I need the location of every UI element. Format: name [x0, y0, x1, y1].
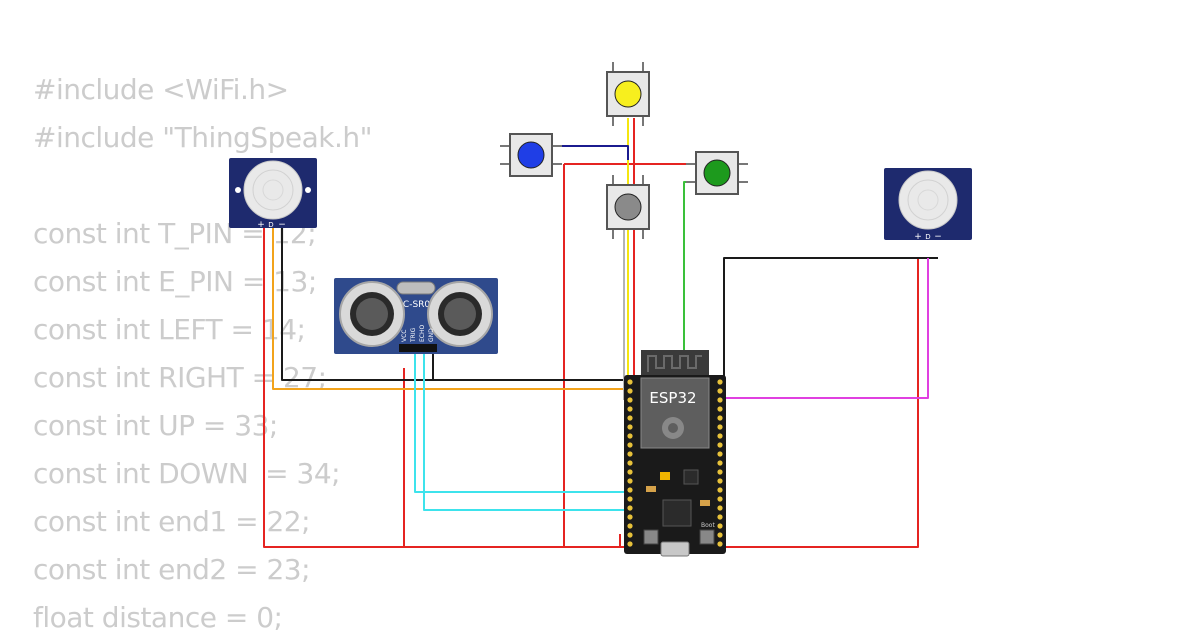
- header-pin: [627, 415, 633, 421]
- wire-navy-blue-button: [554, 145, 629, 160]
- header-pin: [627, 541, 633, 547]
- header-pin: [627, 388, 633, 394]
- header-pin: [627, 478, 633, 484]
- header-pin: [627, 451, 633, 457]
- header-pin: [627, 469, 633, 475]
- header-pin: [717, 478, 723, 484]
- header-pin: [717, 496, 723, 502]
- header-pin: [627, 442, 633, 448]
- header-pin: [627, 496, 633, 502]
- esp32-right-header: [717, 379, 723, 547]
- header-pin: [627, 532, 633, 538]
- code-line: const int E_PIN = 13;: [33, 265, 317, 298]
- pir-sensor-right: + D −: [884, 168, 972, 242]
- pir-left-pin-d: D: [268, 221, 273, 229]
- code-line: const int DOWN = 34;: [33, 457, 341, 490]
- header-pin: [717, 469, 723, 475]
- pir-left-pin-minus: −: [278, 220, 286, 230]
- header-pin: [717, 514, 723, 520]
- header-pin: [717, 442, 723, 448]
- code-line: const int UP = 33;: [33, 409, 278, 442]
- header-pin: [717, 505, 723, 511]
- header-pin: [627, 505, 633, 511]
- wire-orange-pir-left-data: [272, 228, 724, 390]
- code-line: const int LEFT = 14;: [33, 313, 306, 346]
- header-pin: [717, 532, 723, 538]
- header-pin: [717, 451, 723, 457]
- header-pin: [717, 406, 723, 412]
- button-yellow[interactable]: [606, 62, 650, 126]
- pir-right-pin-minus: −: [934, 232, 942, 242]
- wire-cyan-hcsr04-echo: [423, 350, 628, 511]
- header-pin: [627, 397, 633, 403]
- code-line: const int end1 = 22;: [33, 505, 311, 538]
- wire-red-pir-left: [263, 228, 919, 548]
- ultrasonic-pin-gnd: GND: [428, 328, 435, 342]
- button-blue[interactable]: [500, 133, 562, 177]
- header-pin: [627, 424, 633, 430]
- header-pin: [717, 388, 723, 394]
- ultrasonic-pin-trig: TRIG: [410, 327, 417, 343]
- ultrasonic-label: HC-SR04: [396, 300, 436, 310]
- ultrasonic-pin-echo: ECHO: [419, 325, 426, 342]
- pir-left-pin-plus: +: [257, 220, 265, 230]
- header-pin: [717, 433, 723, 439]
- wire-cyan-hcsr04-trig: [414, 350, 628, 493]
- header-pin: [627, 379, 633, 385]
- header-pin: [717, 460, 723, 466]
- esp32-boot-label: Boot: [701, 522, 715, 529]
- header-pin: [717, 424, 723, 430]
- header-pin: [627, 433, 633, 439]
- wire-magenta-pir-right-data: [724, 258, 929, 399]
- code-line: const int end2 = 23;: [33, 553, 311, 586]
- esp32-label: ESP32: [649, 389, 696, 407]
- pir-right-pin-plus: +: [914, 232, 922, 242]
- pir-sensor-left: + D −: [229, 158, 317, 230]
- header-pin: [717, 541, 723, 547]
- ultrasonic-pin-vcc: VCC: [401, 330, 408, 342]
- header-pin: [717, 397, 723, 403]
- wire-black-pir-right-gnd: [723, 257, 938, 380]
- esp32-left-header: [627, 379, 633, 547]
- wire-black-pir-left-gnd: [281, 228, 724, 381]
- code-line: float distance = 0;: [33, 601, 283, 634]
- wires: [263, 118, 938, 548]
- header-pin: [717, 379, 723, 385]
- header-pin: [627, 523, 633, 529]
- esp32-board: ESP32 Boot: [624, 350, 726, 557]
- button-green[interactable]: [686, 151, 748, 195]
- header-pin: [717, 523, 723, 529]
- pir-right-pin-d: D: [925, 233, 930, 241]
- ultrasonic-sensor: HC-SR04 VCC TRIG ECHO GND: [334, 278, 498, 354]
- header-pin: [717, 415, 723, 421]
- header-pin: [627, 514, 633, 520]
- header-pin: [627, 487, 633, 493]
- header-pin: [717, 487, 723, 493]
- code-line: #include "ThingSpeak.h": [33, 121, 373, 154]
- header-pin: [627, 460, 633, 466]
- code-line: #include <WiFi.h>: [33, 73, 289, 106]
- code-line: const int RIGHT = 27;: [33, 361, 327, 394]
- header-pin: [627, 406, 633, 412]
- button-gray[interactable]: [606, 175, 650, 239]
